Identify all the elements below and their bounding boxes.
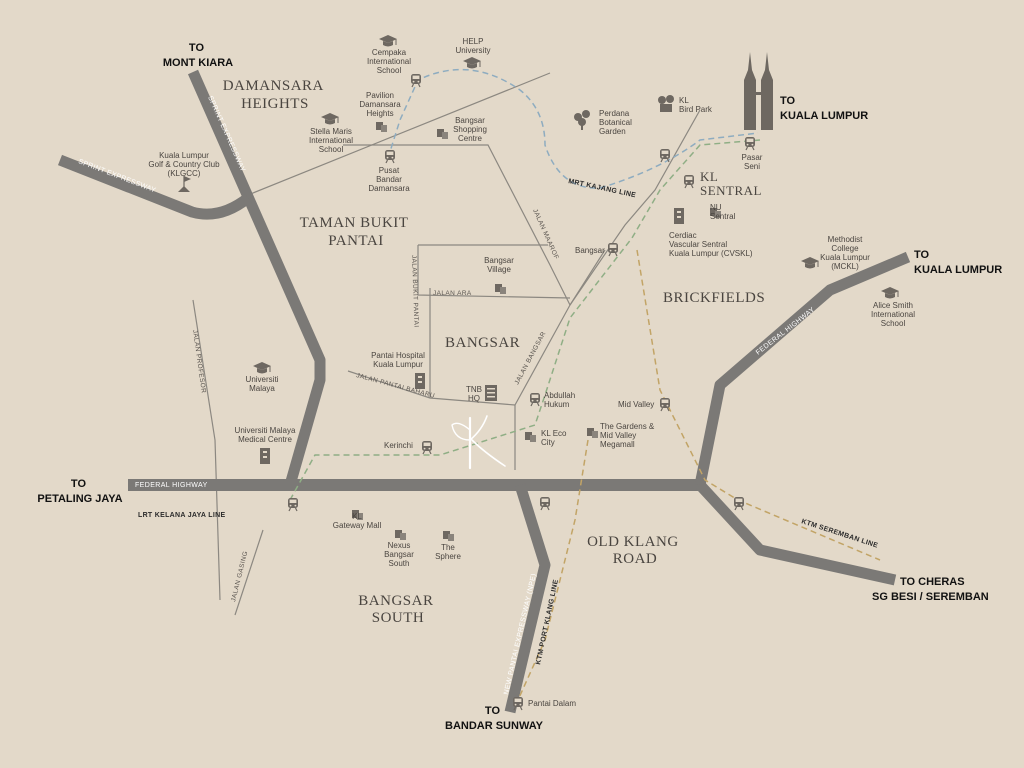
petronas-towers-icon [744,52,773,130]
train-icon [659,397,671,412]
ktm-port-klang-line [517,439,589,701]
lrt-kelana-jaya-line [289,139,761,501]
graduation-cap-icon [880,286,900,299]
mall-icon [395,530,406,540]
area-kl-sentral: KL SENTRAL [700,169,762,198]
mall-icon [443,531,454,541]
graduation-cap-icon [462,56,482,69]
label-kerinchi: Kerinchi [384,441,413,450]
graduation-cap-icon [320,112,340,125]
jalan-maarof-label: JALAN MAAROF [531,208,560,261]
train-icon [421,440,433,455]
train-icon [607,242,619,257]
area-bangsar: BANGSAR [445,335,520,351]
ktm-seremban-label: KTM SEREMBAN LINE [800,518,878,549]
area-old-klang-road: OLD KLANG ROAD [587,534,683,567]
mall-icon [437,129,448,139]
train-icon [384,149,396,164]
label-pantai-dalam: Pantai Dalam [528,699,576,708]
mrt-kajang-line [387,68,759,189]
area-taman-bukit-pantai: TAMAN BUKIT PANTAI [300,215,413,249]
direction-petaling-jaya: TO PETALING JAYA [37,478,122,505]
direction-kuala-lumpur-right: TO KUALA LUMPUR [914,249,1002,276]
jalan-ara-label: JALAN ARA [433,290,472,297]
mall-icon [495,284,506,294]
tree-icon [574,110,590,130]
train-icon [683,174,695,189]
direction-bandar-sunway: TO BANDAR SUNWAY [445,705,544,732]
hospital-icon [260,448,270,464]
jalan-profesor-label: JALAN PROFESOR [191,329,207,393]
federal-highway-west-label: FEDERAL HIGHWAY [135,482,208,489]
label-bangsar-station: Bangsar [575,246,605,255]
mall-icon [376,122,387,132]
highways [57,69,911,714]
train-icon [733,496,745,511]
mall-icon [587,428,598,438]
train-icon [410,73,422,88]
graduation-cap-icon [800,256,820,269]
hospital-icon [674,208,684,224]
rail-lines [289,68,881,701]
train-icon [539,496,551,511]
mall-icon [525,432,536,442]
bird-park-icon [658,95,674,112]
train-icon [529,392,541,407]
graduation-cap-icon [252,361,272,374]
direction-mont-kiara: TO MONT KIARA [163,42,233,69]
ktm-seremban-line [636,249,881,561]
area-bangsar-south: BANGSAR SOUTH [358,593,437,626]
federal-highway-east-label: FEDERAL HIGHWAY [755,306,817,356]
direction-cheras: TO CHERAS SG BESI / SEREMBAN [872,576,989,603]
area-damansara-heights: DAMANSARA HEIGHTS [223,78,328,112]
train-icon [659,148,671,163]
graduation-cap-icon [378,34,398,47]
label-mid-valley: Mid Valley [618,400,654,409]
golf-flag-icon [178,176,191,192]
train-icon [744,136,756,151]
minor-roads [192,72,701,616]
train-icon [287,497,299,512]
jalan-gasing-label: JALAN GASING [230,550,249,602]
jalan-bukit-pantai-label: JALAN BUKIT PANTAI [410,255,420,328]
office-building-icon [485,385,497,401]
building-icons [178,95,721,541]
train-icon [512,696,524,711]
hospital-icon [415,373,425,389]
k-logo-icon [451,415,506,470]
area-brickfields: BRICKFIELDS [663,290,765,306]
direction-kuala-lumpur-top: TO KUALA LUMPUR [780,95,868,122]
mrt-kajang-label: MRT KAJANG LINE [568,178,637,199]
lrt-kelana-jaya-label: LRT KELANA JAYA LINE [138,512,225,519]
